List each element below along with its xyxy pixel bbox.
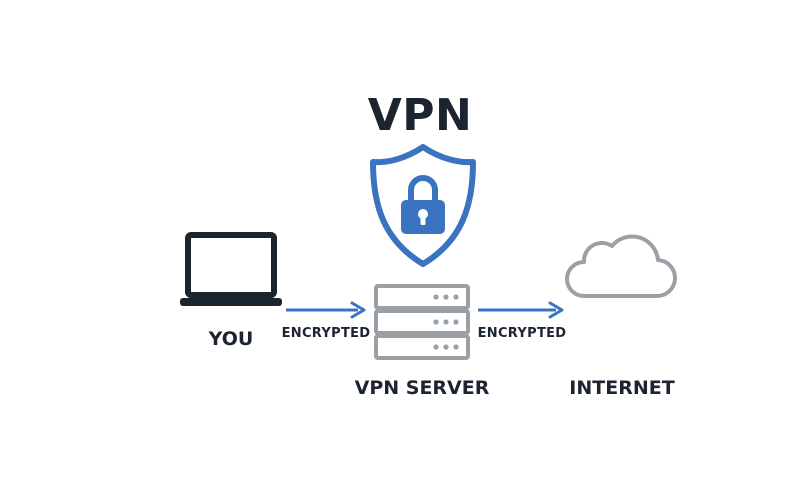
arrow-right-icon [286,301,366,319]
server-icon [374,284,470,360]
arrow-right-icon [478,301,564,319]
node-label-you: YOU [208,328,254,350]
shield-lock-icon [370,144,476,267]
laptop-icon [180,232,282,306]
node-label-vpn-server: VPN SERVER [354,377,490,399]
edge-label-you-to-server: ENCRYPTED [281,326,371,341]
edge-label-server-to-internet: ENCRYPTED [477,326,567,341]
diagram-title: VPN [367,90,473,141]
node-label-internet: INTERNET [569,377,675,399]
cloud-icon [565,234,678,299]
